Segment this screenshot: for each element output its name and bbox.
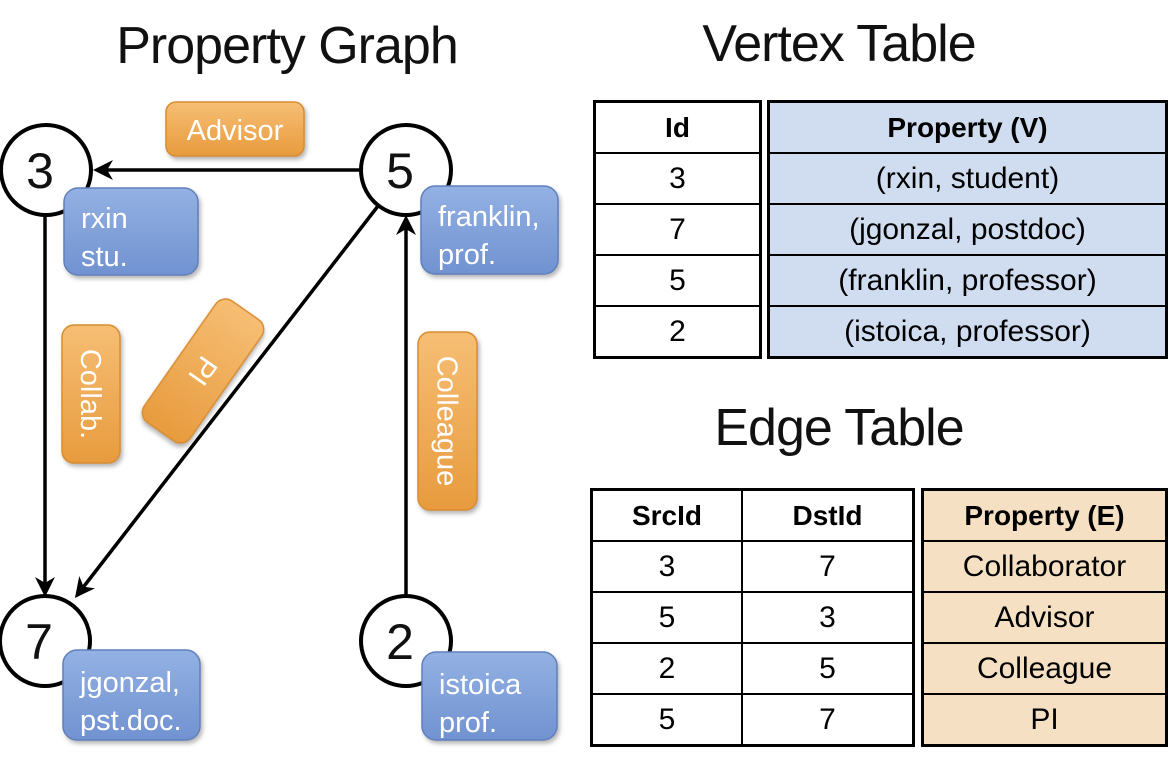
vertex-property-cell: (franklin, professor) — [767, 254, 1168, 307]
edge-property-cell: Colleague — [921, 642, 1168, 695]
node-7-property-box: jgonzal, pst.doc. — [62, 649, 201, 741]
edge-dstid-cell: 7 — [741, 540, 915, 593]
table-row: (istoica, professor) — [767, 305, 1168, 359]
edge-property-header: Property (E) — [921, 488, 1168, 542]
svg-text:istoica: istoica — [439, 669, 522, 701]
svg-text:franklin,: franklin, — [438, 201, 540, 233]
node-7-id: 7 — [25, 614, 53, 670]
edge-property-column: Property (E) Collaborator Advisor Collea… — [921, 488, 1168, 747]
vertex-id-header: Id — [593, 100, 762, 154]
collab-edge-label: Collab. — [61, 324, 121, 464]
vertex-table: Id 3 7 5 2 Property (V) (rxin, student) … — [593, 100, 1168, 359]
vertex-id-cell: 2 — [593, 305, 762, 359]
edge-dstid-cell: 3 — [741, 591, 915, 644]
table-row: 2 5 — [590, 642, 915, 695]
svg-text:prof.: prof. — [438, 239, 496, 271]
colleague-edge-label: Colleague — [417, 331, 478, 511]
table-row: Advisor — [921, 591, 1168, 644]
edge-table-title: Edge Table — [714, 399, 964, 457]
edge-dstid-cell: 7 — [741, 693, 915, 747]
vertex-property-cell: (jgonzal, postdoc) — [767, 203, 1168, 256]
advisor-edge-label: Advisor — [165, 101, 305, 157]
edge-property-cell: Collaborator — [921, 540, 1168, 593]
table-row: 5 — [593, 254, 762, 307]
edge-srcid-cell: 2 — [590, 642, 743, 695]
vertex-id-cell: 5 — [593, 254, 762, 307]
edge-id-columns: SrcId DstId 3 7 5 3 2 5 5 7 — [590, 488, 915, 747]
table-header-row: Id — [593, 100, 762, 154]
node-5-property-box: franklin, prof. — [420, 185, 559, 275]
vertex-property-cell: (istoica, professor) — [767, 305, 1168, 359]
pi-edge-label: PI — [141, 298, 265, 444]
svg-text:Collab.: Collab. — [74, 349, 106, 439]
table-header-row: Property (V) — [767, 100, 1168, 154]
vertex-id-cell: 7 — [593, 203, 762, 256]
node-2-id: 2 — [386, 614, 414, 670]
svg-text:jgonzal,: jgonzal, — [79, 667, 180, 699]
table-row: (franklin, professor) — [767, 254, 1168, 307]
node-3-property-box: rxin stu. — [63, 187, 199, 276]
table-row: 7 — [593, 203, 762, 256]
vertex-id-column: Id 3 7 5 2 — [593, 100, 762, 359]
node-5-id: 5 — [386, 143, 414, 199]
property-graph-title: Property Graph — [116, 17, 459, 75]
edge-property-cell: PI — [921, 693, 1168, 747]
table-row: 5 3 — [590, 591, 915, 644]
table-row: 3 — [593, 152, 762, 205]
table-header-row: SrcId DstId — [590, 488, 915, 542]
edge-pi-arrow — [74, 204, 380, 598]
svg-text:Advisor: Advisor — [187, 115, 284, 147]
table-row: Collaborator — [921, 540, 1168, 593]
vertex-property-column: Property (V) (rxin, student) (jgonzal, p… — [767, 100, 1168, 359]
vertex-property-header: Property (V) — [767, 100, 1168, 154]
svg-text:Colleague: Colleague — [431, 356, 463, 487]
edge-dstid-cell: 5 — [741, 642, 915, 695]
vertex-table-title: Vertex Table — [702, 15, 976, 73]
svg-text:stu.: stu. — [81, 241, 128, 273]
table-row: 2 — [593, 305, 762, 359]
edge-srcid-cell: 5 — [590, 591, 743, 644]
table-row: (rxin, student) — [767, 152, 1168, 205]
edge-srcid-header: SrcId — [590, 488, 743, 542]
table-row: 5 7 — [590, 693, 915, 747]
table-row: (jgonzal, postdoc) — [767, 203, 1168, 256]
table-row: PI — [921, 693, 1168, 747]
svg-text:prof.: prof. — [439, 707, 497, 739]
edge-srcid-cell: 5 — [590, 693, 743, 747]
node-2-property-box: istoica prof. — [421, 651, 558, 741]
vertex-property-cell: (rxin, student) — [767, 152, 1168, 205]
property-graph-diagram: 3 5 7 2 Advisor Collab. PI Colleague rxi… — [0, 101, 559, 741]
vertex-id-cell: 3 — [593, 152, 762, 205]
svg-text:rxin: rxin — [81, 203, 128, 235]
table-row: 3 7 — [590, 540, 915, 593]
svg-text:pst.doc.: pst.doc. — [80, 705, 182, 737]
table-row: Colleague — [921, 642, 1168, 695]
edge-dstid-header: DstId — [741, 488, 915, 542]
edge-srcid-cell: 3 — [590, 540, 743, 593]
node-3-id: 3 — [26, 143, 54, 199]
table-header-row: Property (E) — [921, 488, 1168, 542]
edge-property-cell: Advisor — [921, 591, 1168, 644]
edge-table: SrcId DstId 3 7 5 3 2 5 5 7 Property (E)… — [590, 488, 1168, 747]
